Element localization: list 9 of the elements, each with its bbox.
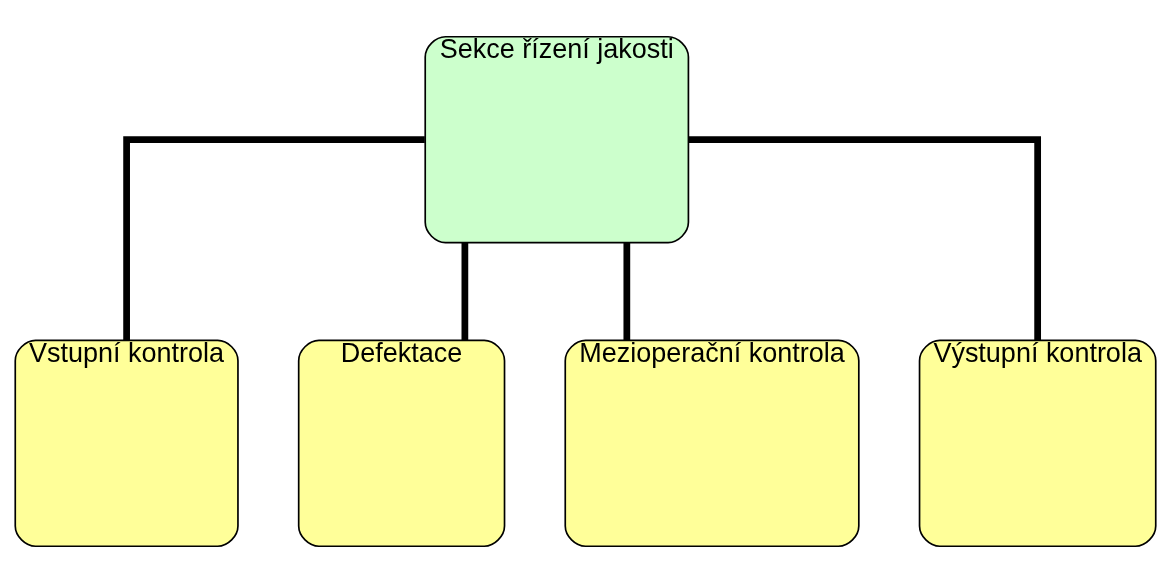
connector [123, 136, 425, 341]
node-box: Výstupní kontrola [918, 339, 1157, 548]
connector [623, 242, 631, 341]
node-box: Mezioperační kontrola [564, 339, 860, 548]
connector [461, 242, 469, 341]
node-box: Vstupní kontrola [14, 339, 239, 548]
connector [688, 136, 1041, 341]
node-box: Defektace [297, 339, 506, 548]
node-box: Sekce řízení jakosti [424, 35, 690, 244]
